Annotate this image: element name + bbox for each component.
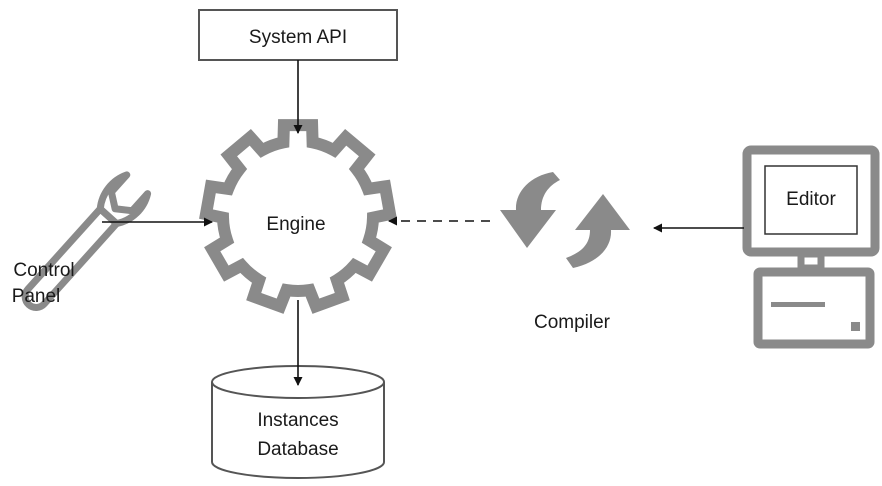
engine-node: Engine [199,119,397,314]
control-panel-node: Control Panel [12,171,152,311]
wrench-icon [21,171,152,311]
editor-node: Editor [742,145,880,349]
system-api-label: System API [249,27,347,48]
desktop-computer-icon [742,145,880,349]
database-cylinder-body [211,382,385,479]
control-panel-label-line2: Panel [12,286,61,307]
refresh-arrows-icon [500,172,630,268]
compiler-node: Compiler [500,172,630,333]
gear-icon [199,119,397,314]
monitor-screen [764,165,858,235]
database-label-line1: Instances [257,410,338,431]
editor-label: Editor [786,189,836,210]
computer-base [753,267,875,349]
control-panel-label-line1: Control [13,260,74,281]
monitor-neck [797,250,825,272]
database-label-line2: Database [257,439,338,460]
connectors [102,60,744,386]
compiler-label: Compiler [534,312,611,333]
power-light [851,322,860,331]
system-api-box [198,9,398,61]
engine-label: Engine [266,214,325,235]
system-api-node: System API [198,9,398,61]
drive-slot [771,302,825,307]
